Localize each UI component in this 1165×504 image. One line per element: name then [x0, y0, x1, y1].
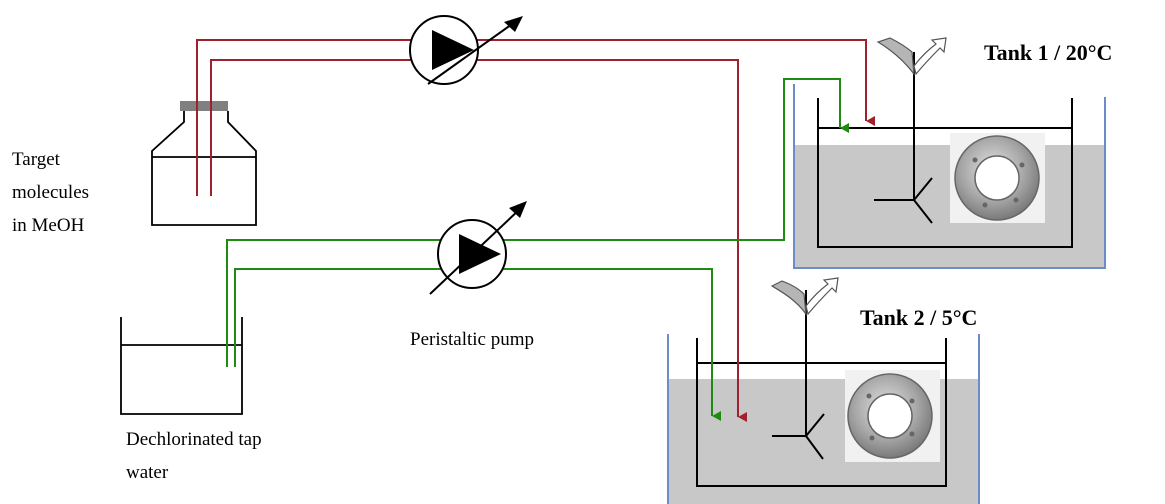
water-label-line-2: water [126, 456, 262, 489]
peristaltic-pump-icon [410, 16, 523, 84]
rotation-arrow-icon [878, 38, 946, 74]
methanol-line-tank-1 [197, 40, 866, 196]
metal-ring-sample-icon [845, 370, 940, 462]
methanol-label-line-3: in MeOH [12, 209, 89, 242]
bottle-cap [180, 101, 228, 111]
pump-label: Peristaltic pump [410, 323, 534, 356]
tank-1-label: Tank 1 / 20°C [984, 40, 1112, 66]
methanol-bottle [152, 101, 256, 225]
water-reservoir-label: Dechlorinated tap water [126, 423, 262, 489]
tank-2-label: Tank 2 / 5°C [860, 305, 977, 331]
tank-1 [794, 38, 1105, 268]
water-reservoir [121, 317, 242, 414]
tank-1-water [794, 145, 1105, 268]
water-label-line-1: Dechlorinated tap [126, 423, 262, 456]
methanol-label-line-1: Target [12, 143, 89, 176]
methanol-label-line-2: molecules [12, 176, 89, 209]
peristaltic-pump-icon [430, 201, 527, 294]
water-tubing [227, 79, 840, 416]
methanol-bottle-label: Target molecules in MeOH [12, 143, 89, 242]
metal-ring-sample-icon [950, 133, 1045, 223]
methanol-tubing [197, 40, 866, 417]
